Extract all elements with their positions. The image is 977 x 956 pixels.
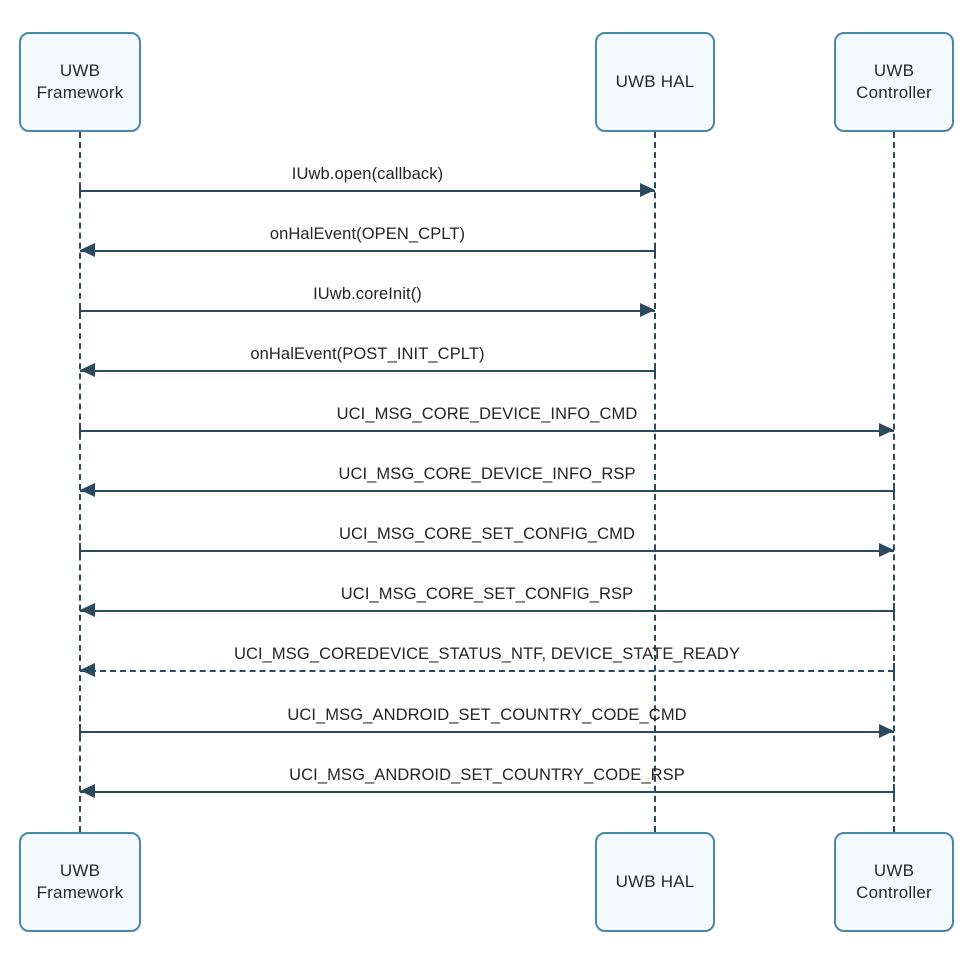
arrowhead-left-icon (80, 243, 95, 257)
lifeline-controller (893, 132, 895, 832)
message-line (80, 250, 655, 252)
arrowhead-right-icon (879, 543, 894, 557)
message-line (80, 430, 894, 432)
arrowhead-right-icon (879, 423, 894, 437)
message-origin-tick (654, 243, 656, 257)
message-label: UCI_MSG_ANDROID_SET_COUNTRY_CODE_CMD (287, 706, 687, 724)
message-line (80, 310, 655, 312)
participant-label: UWB HAL (615, 71, 695, 91)
arrowhead-left-icon (80, 663, 95, 677)
message-origin-tick (79, 303, 81, 317)
message-origin-tick (79, 423, 81, 437)
message-line (80, 610, 894, 612)
message-line (80, 490, 894, 492)
arrowhead-right-icon (640, 183, 655, 197)
message-origin-tick (79, 543, 81, 557)
participant-box-controller-head[interactable]: UWB Controller (834, 32, 954, 132)
message-line (80, 370, 655, 372)
participant-label: UWB Framework (36, 60, 124, 102)
message-label: onHalEvent(POST_INIT_CPLT) (250, 345, 485, 363)
lifeline-hal (654, 132, 656, 832)
message-origin-tick (893, 483, 895, 497)
message-label: UCI_MSG_CORE_DEVICE_INFO_CMD (336, 405, 638, 423)
message-label: UCI_MSG_CORE_SET_CONFIG_RSP (340, 585, 634, 603)
message-label: onHalEvent(OPEN_CPLT) (269, 225, 466, 243)
message-label: IUwb.coreInit() (313, 285, 422, 303)
participant-label: UWB Controller (856, 60, 932, 102)
participant-box-framework-foot[interactable]: UWB Framework (19, 832, 141, 932)
message-line (80, 190, 655, 192)
arrowhead-left-icon (80, 363, 95, 377)
participant-box-framework-head[interactable]: UWB Framework (19, 32, 141, 132)
arrowhead-left-icon (80, 483, 95, 497)
participant-label: UWB Controller (856, 860, 932, 902)
lifeline-framework (79, 132, 81, 832)
message-line (80, 731, 894, 733)
participant-box-hal-foot[interactable]: UWB HAL (595, 832, 715, 932)
message-label: UCI_MSG_COREDEVICE_STATUS_NTF, DEVICE_ST… (233, 645, 741, 663)
message-label: IUwb.open(callback) (291, 165, 444, 183)
participant-box-hal-head[interactable]: UWB HAL (595, 32, 715, 132)
participant-label: UWB Framework (36, 860, 124, 902)
arrowhead-right-icon (879, 724, 894, 738)
participant-label: UWB HAL (615, 871, 695, 891)
message-origin-tick (893, 603, 895, 617)
message-origin-tick (893, 663, 895, 677)
message-label: UCI_MSG_ANDROID_SET_COUNTRY_CODE_RSP (289, 766, 685, 784)
message-label: UCI_MSG_CORE_SET_CONFIG_CMD (338, 525, 636, 543)
arrowhead-left-icon (80, 603, 95, 617)
message-line (80, 550, 894, 552)
message-line (80, 791, 894, 793)
message-label: UCI_MSG_CORE_DEVICE_INFO_RSP (338, 465, 636, 483)
participant-box-controller-foot[interactable]: UWB Controller (834, 832, 954, 932)
arrowhead-left-icon (80, 784, 95, 798)
message-origin-tick (654, 363, 656, 377)
arrowhead-right-icon (640, 303, 655, 317)
message-origin-tick (79, 183, 81, 197)
message-line (80, 670, 894, 672)
message-origin-tick (79, 724, 81, 738)
message-origin-tick (893, 784, 895, 798)
